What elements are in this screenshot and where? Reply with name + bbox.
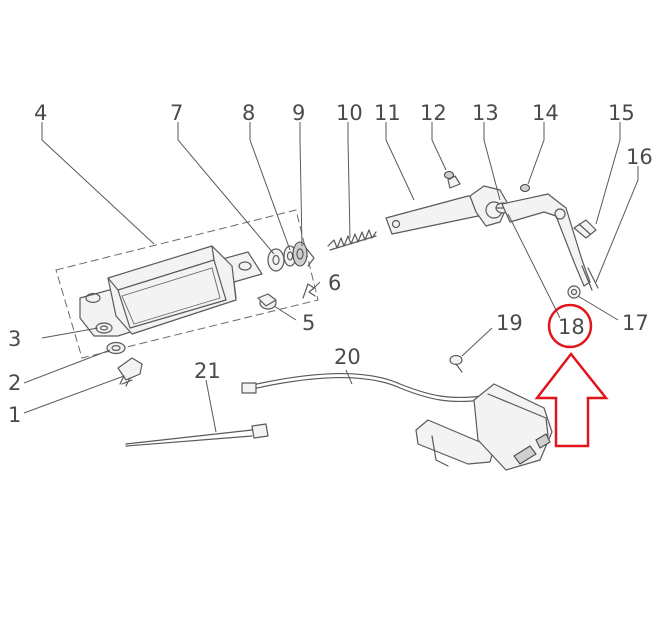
callout-labels: 4 7 8 9 10 11 12 13 14 15 16 3 2 1 6 5 1…: [8, 101, 653, 427]
part-20-sensor: [241, 372, 553, 471]
callout-3: 3: [8, 327, 21, 351]
part-7-washer: [267, 248, 285, 272]
callout-5: 5: [302, 311, 315, 335]
part-4-housing: [79, 245, 263, 337]
part-14-nut: [519, 183, 531, 193]
callout-9: 9: [292, 101, 305, 125]
callout-8: 8: [242, 101, 255, 125]
part-bracket-arm: [501, 193, 591, 287]
assembly-outline: [55, 209, 319, 359]
callout-19: 19: [496, 311, 523, 335]
callout-7: 7: [170, 101, 183, 125]
part-21-cable-tie: [125, 423, 269, 447]
callout-4: 4: [34, 101, 47, 125]
callout-2: 2: [8, 371, 21, 395]
callout-6: 6: [328, 271, 341, 295]
part-2-lock-washer: [106, 341, 126, 355]
highlight-annotation: [534, 303, 609, 448]
highlight-circle: [547, 303, 593, 349]
part-6-clip: [302, 283, 316, 299]
callout-15: 15: [608, 101, 635, 125]
part-9-gear: [292, 241, 315, 267]
callout-11: 11: [374, 101, 401, 125]
callout-14: 14: [532, 101, 559, 125]
callout-18: 18: [558, 315, 585, 339]
part-5-pin: [257, 293, 277, 310]
leader-lines: [23, 122, 639, 433]
callout-10: 10: [336, 101, 363, 125]
callout-21: 21: [194, 359, 221, 383]
part-1-screw: [117, 357, 143, 387]
highlight-arrow: [534, 351, 609, 448]
part-15-screw: [573, 219, 597, 239]
callout-20: 20: [334, 345, 361, 369]
callout-13: 13: [472, 101, 499, 125]
part-16-pin: [581, 265, 599, 291]
callout-17: 17: [622, 311, 649, 335]
callout-16: 16: [626, 145, 653, 169]
callout-1: 1: [8, 403, 21, 427]
part-17-ring: [567, 285, 581, 299]
part-19-screw: [449, 354, 463, 373]
part-3-washer: [95, 322, 113, 334]
part-11-lever: [385, 175, 509, 235]
part-10-spring: [327, 229, 377, 251]
part-12-screw: [443, 170, 455, 180]
callout-12: 12: [420, 101, 447, 125]
